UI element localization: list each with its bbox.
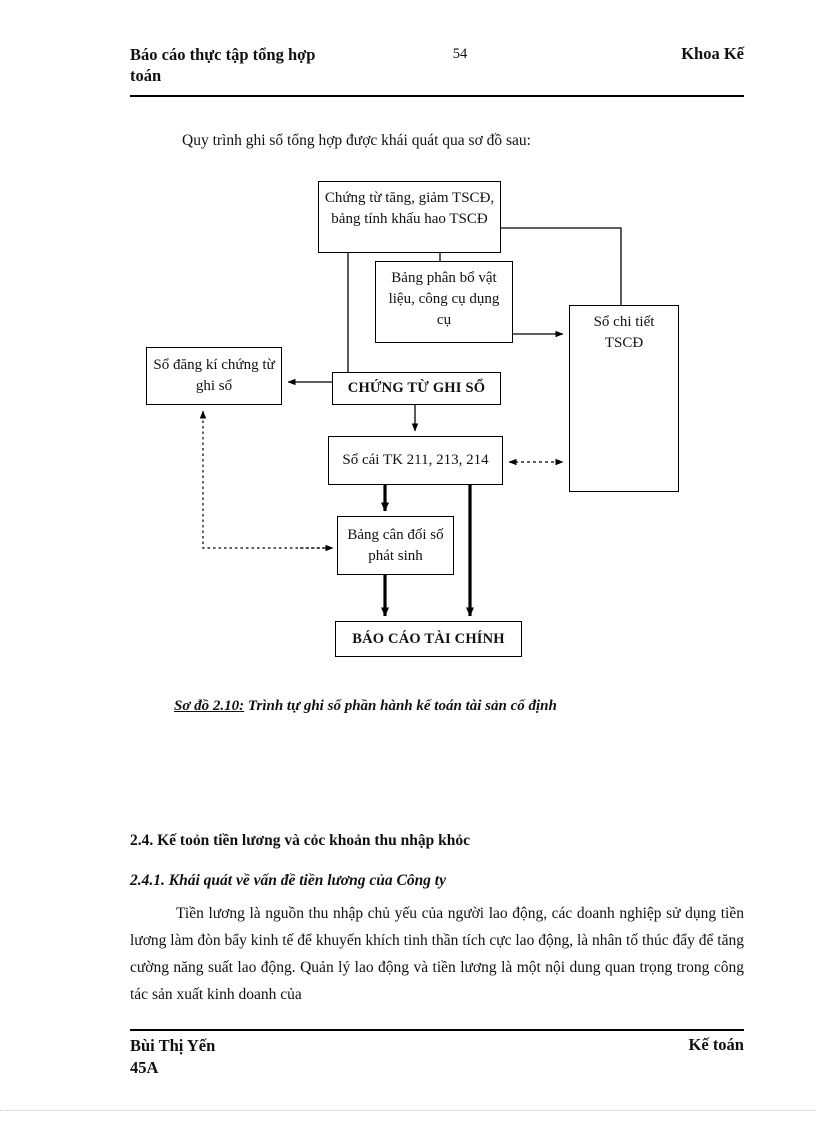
flow-node-chung-tu-label: Chứng từ tăng, giảm TSCĐ, bảng tính khấu… [324,190,495,227]
flow-node-bao-cao-tai-chinh: BÁO CÁO TÀI CHÍNH [335,621,522,657]
flow-node-chung-tu-ghi-so: CHỨNG TỪ GHI SỔ [332,372,501,405]
figure-caption-text: Trình tự ghi sổ phần hành kế toán tài sả… [244,698,557,714]
bottom-scan-edge [0,1110,816,1111]
intro-line: Quy trình ghi sổ tổng hợp được khái quát… [182,132,531,149]
header-title-line2: toán [130,66,162,85]
header-title-line1: Báo cáo thực tập tổng hợp [130,45,316,64]
flow-node-chung-tu: Chứng từ tăng, giảm TSCĐ, bảng tính khấu… [318,181,501,253]
section-heading-2-4: 2.4. Kế toỏn tiền lương và cỏc khoản thu… [130,832,471,849]
section-heading-2-4-1: 2.4.1. Khái quát về vấn đề tiền lương củ… [130,872,446,889]
flow-node-bang-can-doi-label: Bảng cân đối số phát sinh [347,526,444,564]
footer-author-name: Bùi Thị Yến [130,1036,216,1055]
flow-node-so-dang-ki: Sổ đăng kí chứng từ ghi sổ [146,347,282,405]
figure-caption-label: Sơ đồ 2.10: [174,698,245,714]
footer-author-class: 45A [130,1058,159,1077]
footer-department: Kế toán [688,1035,744,1054]
flow-node-chung-tu-ghi-so-label: CHỨNG TỪ GHI SỔ [347,380,486,396]
flow-node-so-cai-label: Sổ cái TK 211, 213, 214 [342,452,489,468]
flowchart-connectors [199,227,625,617]
flow-node-bao-cao-tai-chinh-label: BÁO CÁO TÀI CHÍNH [352,630,505,647]
body-paragraph: Tiền lương là nguồn thu nhập chủ yếu của… [130,905,744,1003]
header-divider [130,95,744,97]
flow-node-so-chi-tiet: Sổ chi tiết TSCĐ [569,305,679,492]
header-title-left: Báo cáo thực tập tổng hợp toán [130,44,380,86]
footer-author: Bùi Thị Yến 45A [130,1035,215,1079]
page-number: 54 [452,46,468,62]
flow-node-bang-phan-bo-label: Bảng phân bổ vật liệu, công cụ dụng cụ [388,270,500,328]
flow-node-bang-can-doi: Bảng cân đối số phát sinh [337,516,454,575]
page-footer: Bùi Thị Yến 45A Kế toán [130,1035,744,1085]
figure-caption: Sơ đồ 2.10: Trình tự ghi sổ phần hành kế… [174,698,557,715]
page-header: Báo cáo thực tập tổng hợp toán 54 Khoa K… [130,44,744,94]
footer-divider [130,1029,744,1031]
flow-node-so-cai: Sổ cái TK 211, 213, 214 [328,436,503,485]
flow-node-bang-phan-bo: Bảng phân bổ vật liệu, công cụ dụng cụ [375,261,513,343]
flow-node-so-chi-tiet-label: Sổ chi tiết TSCĐ [593,314,655,351]
header-department: Khoa Kế [681,44,744,63]
flowchart-diagram: Chứng từ tăng, giảm TSCĐ, bảng tính khấu… [146,181,679,657]
flow-node-so-dang-ki-label: Sổ đăng kí chứng từ ghi sổ [153,357,275,394]
